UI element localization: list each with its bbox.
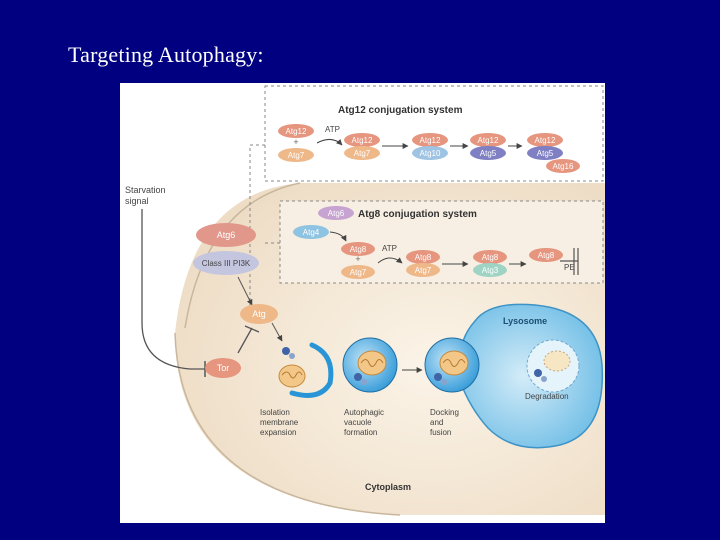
svg-text:Autophagic: Autophagic	[344, 408, 384, 417]
atg8-step1-atg8	[406, 250, 440, 264]
svg-text:membrane: membrane	[260, 418, 299, 427]
svg-text:vacuole: vacuole	[344, 418, 372, 427]
pi3k-to-atg-arrow	[237, 276, 253, 306]
svg-text:Atg5: Atg5	[480, 149, 497, 158]
atg8-step1-atg7	[406, 263, 440, 277]
atg8-atp-arrow	[377, 257, 403, 264]
svg-text:Atg8: Atg8	[350, 245, 367, 254]
svg-text:Atg7: Atg7	[415, 266, 432, 275]
svg-text:Atg8: Atg8	[538, 251, 555, 260]
atg-to-membrane-arrow	[271, 322, 283, 342]
svg-text:fusion: fusion	[430, 428, 451, 437]
svg-text:signal: signal	[125, 196, 149, 206]
svg-text:Atg12: Atg12	[286, 127, 307, 136]
atg12-step1-atg12	[344, 133, 380, 147]
svg-text:Atg5: Atg5	[537, 149, 554, 158]
svg-text:Atg8: Atg8	[482, 253, 499, 262]
atg12-step4-atg12	[527, 133, 563, 147]
svg-text:Atg12: Atg12	[352, 136, 373, 145]
svg-text:Atg7: Atg7	[288, 151, 305, 160]
atg8-step2-atg3	[473, 263, 507, 277]
svg-text:Atg10: Atg10	[420, 149, 441, 158]
atg8-start-atg8	[341, 242, 375, 256]
slide-title: Targeting Autophagy:	[68, 42, 264, 67]
atg12-step2-atg10	[412, 146, 448, 160]
tor-node	[205, 358, 241, 378]
svg-text:+: +	[355, 254, 360, 264]
atg12-step4-atg16	[546, 159, 580, 173]
isolation-membrane	[289, 342, 334, 398]
atg12-atp-label: ATP	[325, 125, 340, 134]
atg12-start-atg12	[278, 124, 314, 138]
atg8-step3-atg8	[529, 248, 563, 262]
svg-text:formation: formation	[344, 428, 377, 437]
svg-text:Atg6: Atg6	[328, 209, 345, 218]
svg-text:Atg16: Atg16	[553, 162, 574, 171]
atg12-step4-atg5	[527, 146, 563, 160]
atg8-start-atg7	[341, 265, 375, 279]
atg12-atp-arrow	[316, 139, 343, 146]
starvation-signal-line	[141, 209, 205, 370]
svg-text:Atg8: Atg8	[415, 253, 432, 262]
tor-inhibits-atg	[237, 325, 260, 354]
cytoplasm-label: Cytoplasm	[365, 482, 411, 492]
svg-text:Isolation: Isolation	[260, 408, 290, 417]
atg8-step2-atg8	[473, 250, 507, 264]
atg12-step3-atg12	[470, 133, 506, 147]
lysosome-label: Lysosome	[503, 316, 547, 326]
autophagy-figure: Atg12 conjugation system Atg12 + Atg7 AT…	[120, 83, 605, 523]
svg-text:Atg6: Atg6	[217, 230, 236, 240]
svg-text:Atg3: Atg3	[482, 266, 499, 275]
svg-text:+: +	[293, 137, 298, 147]
svg-text:and: and	[430, 418, 443, 427]
left-atg6-node	[196, 223, 256, 247]
atg8-pe-label: PE	[564, 263, 575, 272]
svg-text:Atg4: Atg4	[303, 228, 320, 237]
svg-text:Starvation: Starvation	[125, 185, 166, 195]
atg12-step2-atg12	[412, 133, 448, 147]
svg-text:Atg12: Atg12	[478, 136, 499, 145]
atg8-atg4-node	[293, 225, 329, 239]
atg8-atg4-arrow	[329, 231, 347, 242]
svg-text:Tor: Tor	[217, 363, 230, 373]
svg-text:Atg7: Atg7	[350, 268, 367, 277]
atg8-system-title: Atg8 conjugation system	[358, 209, 477, 220]
class-iii-pi3k-node	[193, 251, 259, 275]
atg12-step3-atg5	[470, 146, 506, 160]
autophagy-diagram: Atg12 conjugation system Atg12 + Atg7 AT…	[125, 85, 605, 516]
atg8-atg6-node	[318, 206, 354, 220]
degradation-label: Degradation	[525, 392, 569, 401]
svg-text:Class III PI3K: Class III PI3K	[202, 259, 251, 268]
atg8-atp-label: ATP	[382, 244, 397, 253]
svg-text:Docking: Docking	[430, 408, 459, 417]
svg-text:Atg7: Atg7	[354, 149, 371, 158]
svg-text:Atg12: Atg12	[535, 136, 556, 145]
svg-text:Atg12: Atg12	[420, 136, 441, 145]
mitochondrion-cargo	[278, 364, 306, 388]
pe-membrane-anchor	[560, 248, 579, 275]
degraded-mitochondrion	[543, 350, 571, 372]
atg12-start-atg7	[278, 148, 314, 162]
svg-text:Atg: Atg	[252, 309, 266, 319]
svg-text:expansion: expansion	[260, 428, 296, 437]
atg12-system-title: Atg12 conjugation system	[338, 105, 463, 116]
atg-node	[240, 304, 278, 324]
atg12-step1-atg7	[344, 146, 380, 160]
